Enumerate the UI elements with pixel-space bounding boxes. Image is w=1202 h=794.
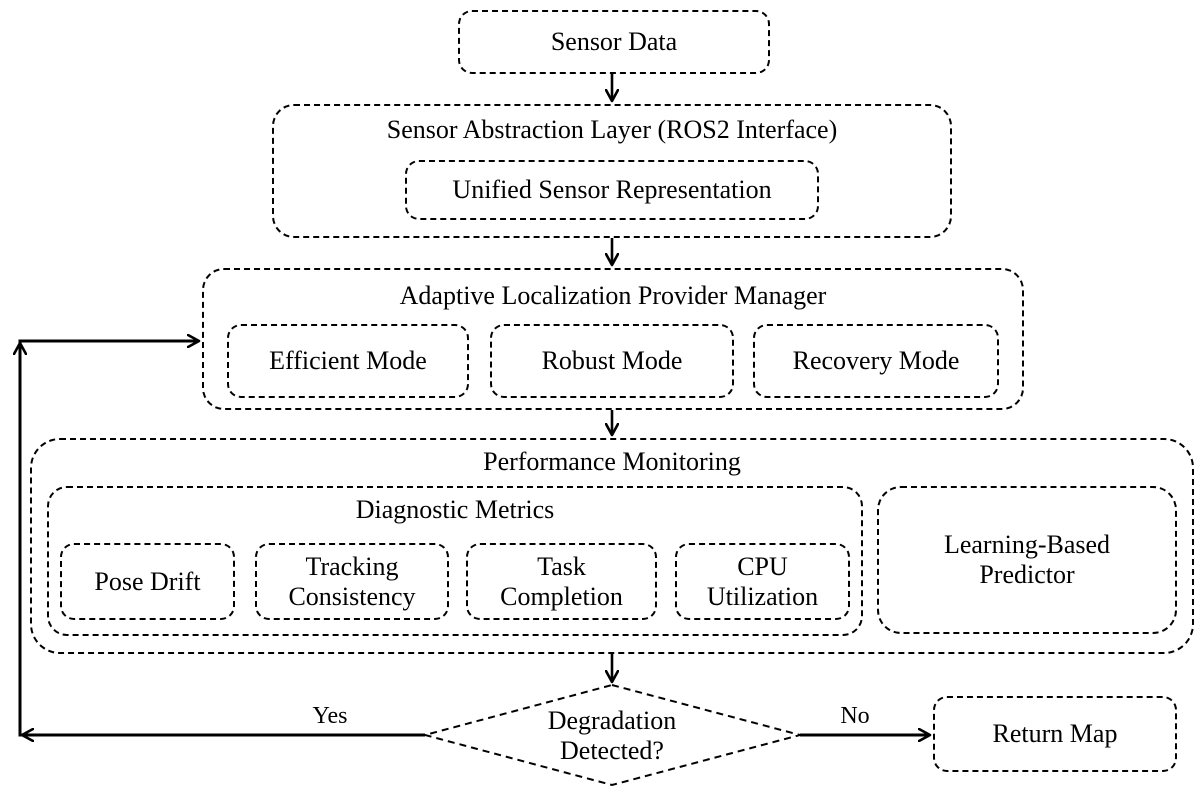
task-completion-label: Task Completion xyxy=(500,551,623,611)
yes-label: Yes xyxy=(312,703,348,730)
provider-manager-title: Adaptive Localization Provider Manager xyxy=(399,281,827,311)
return-map-label: Return Map xyxy=(992,719,1118,749)
robust-mode-box xyxy=(490,324,734,398)
efficient-mode-label: Efficient Mode xyxy=(269,346,427,376)
sensor-abstraction-layer-title: Sensor Abstraction Layer (ROS2 Interface… xyxy=(386,115,838,145)
tracking-consistency-label: Tracking Consistency xyxy=(288,551,416,611)
unified-sensor-representation-box xyxy=(405,160,819,220)
recovery-mode-label: Recovery Mode xyxy=(792,346,960,376)
pose-drift-label: Pose Drift xyxy=(94,566,201,596)
learning-based-predictor-label: Learning-Based Predictor xyxy=(943,530,1111,589)
return-map-box xyxy=(933,696,1177,772)
cpu-utilization-label: CPU Utilization xyxy=(706,551,819,611)
degradation-detected-label: Degradation Detected? xyxy=(547,706,677,765)
sensor-abstraction-layer-box xyxy=(272,104,952,238)
diagnostic-metrics-title: Diagnostic Metrics xyxy=(355,495,555,525)
sensor-data-box xyxy=(458,10,770,74)
performance-monitoring-title: Performance Monitoring xyxy=(483,447,741,477)
recovery-mode-box xyxy=(753,324,999,398)
no-label: No xyxy=(840,703,870,730)
cpu-utilization-box xyxy=(675,543,850,620)
unified-sensor-representation-label: Unified Sensor Representation xyxy=(452,175,772,205)
sensor-data-label: Sensor Data xyxy=(550,27,678,57)
learning-based-predictor-box xyxy=(877,486,1177,634)
provider-manager-box xyxy=(202,268,1024,410)
task-completion-box xyxy=(466,543,657,620)
robust-mode-label: Robust Mode xyxy=(541,346,683,376)
